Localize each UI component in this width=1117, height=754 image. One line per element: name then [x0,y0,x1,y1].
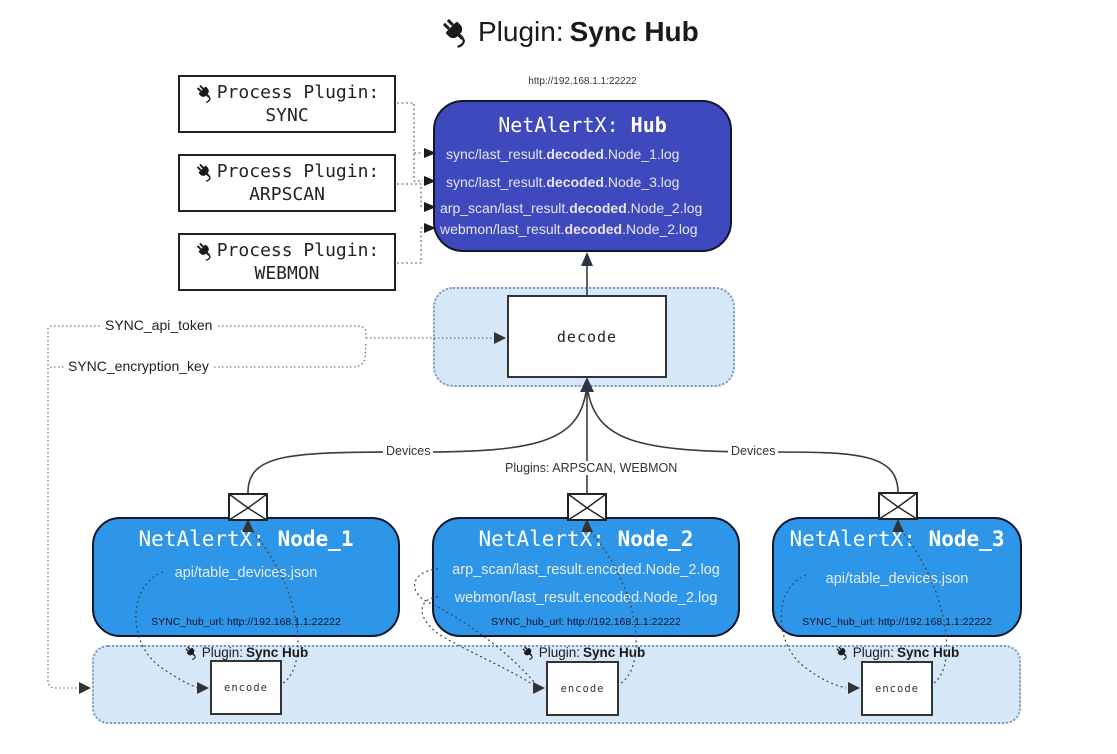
process-plugin-box-webmon: Process Plugin: WEBMON [178,233,396,291]
process-plugin-label: Process Plugin: [216,240,380,261]
plug-icon [836,646,847,660]
sync-api-token-label: SYNC_api_token [101,317,217,333]
node2-box: NetAlertX: Node_2 arp_scan/last_result.e… [432,517,740,637]
edge-encryption-to-band [47,328,78,689]
hub-log-line: sync/last_result.decoded.Node_3.log [446,174,680,190]
node1-title: NetAlertX: Node_1 [138,527,354,551]
hub-log-line: arp_scan/last_result.decoded.Node_2.log [440,200,703,216]
plug-icon [196,163,211,182]
devices-left-label: Devices [383,444,434,458]
hub-log-line: webmon/last_result.decoded.Node_2.log [440,221,698,237]
process-plugin-name: SYNC [265,105,309,126]
node3-hub-url: SYNC_hub_url: http://192.168.1.1:22222 [802,616,992,628]
hub-node-box: NetAlertX: Hub sync/last_result.decoded.… [433,100,732,252]
process-plugin-box-sync: Process Plugin: SYNC [178,75,396,133]
envelope-icon [878,492,918,520]
edge-arpscan-plugin [397,183,423,208]
node2-file-line: arp_scan/last_result.encoded.Node_2.log [452,562,720,578]
edge-node3-devices-curve [587,391,899,495]
band-plugin-label-2: Plugin: Sync Hub [498,645,668,660]
edge-node1-devices-curve [247,391,587,495]
page-title: Plugin: Sync Hub [440,16,699,48]
plug-icon [196,84,211,103]
encode3-box: encode [861,661,933,716]
devices-right-label: Devices [728,444,779,458]
hub-url-label: http://192.168.1.1:22222 [528,76,637,87]
node2-file-line: webmon/last_result.encoded.Node_2.log [454,590,718,606]
band-plugin-label-3: Plugin: Sync Hub [812,645,982,660]
hub-title: NetAlertX: Hub [435,113,730,137]
node2-title: NetAlertX: Node_2 [478,527,694,551]
page-title-prefix: Plugin: [478,16,564,47]
node1-hub-url: SYNC_hub_url: http://192.168.1.1:22222 [151,616,341,628]
plug-icon [196,242,211,261]
process-plugin-box-arpscan: Process Plugin: ARPSCAN [178,154,396,212]
band-plugin-label-1: Plugin: Sync Hub [161,645,331,660]
process-plugin-name: WEBMON [254,263,320,284]
arrowhead-into-band [79,682,91,694]
process-plugin-label: Process Plugin: [216,161,380,182]
node1-file-line: api/table_devices.json [174,565,318,581]
sync-encryption-key-label: SYNC_encryption_key [64,358,213,374]
node1-box: NetAlertX: Node_1 api/table_devices.json… [92,517,400,637]
node3-box: NetAlertX: Node_3 api/table_devices.json… [772,517,1022,637]
arrowhead-into-hub [581,252,593,266]
hub-title-prefix: NetAlertX: [498,113,631,137]
plug-icon [185,646,196,660]
edge-sync-plugin [397,102,423,182]
plug-icon [443,19,465,48]
hub-log-line: sync/last_result.decoded.Node_1.log [446,146,680,162]
encode1-box: encode [210,660,282,715]
node3-title: NetAlertX: Node_3 [789,527,1005,551]
process-plugin-name: ARPSCAN [249,184,325,205]
node2-hub-url: SYNC_hub_url: http://192.168.1.1:22222 [491,616,681,628]
edge-webmon-plugin [397,227,423,264]
node3-file-line: api/table_devices.json [825,571,969,587]
envelope-icon [567,493,607,521]
hub-title-name: Hub [630,113,667,137]
plugins-center-label: Plugins: ARPSCAN, WEBMON [502,461,681,475]
page-title-bold: Sync Hub [569,16,699,47]
process-plugin-label: Process Plugin: [216,82,380,103]
encode2-box: encode [546,661,619,716]
decode-box: decode [507,295,667,378]
plug-icon [522,646,533,660]
envelope-icon [228,493,268,521]
plugin-dotted-edges [397,102,423,264]
